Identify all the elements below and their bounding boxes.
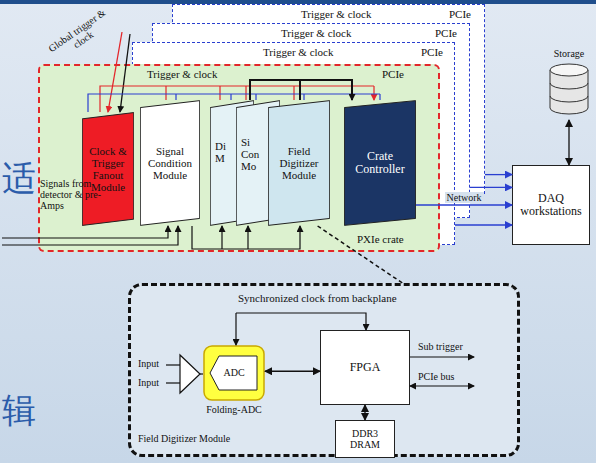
edge-label: Network (445, 192, 484, 203)
node-label: Folding-ADC (199, 404, 269, 415)
dram-box: DDR3 DRAM (335, 420, 395, 458)
cylinder-body (550, 70, 588, 114)
annotation: Input (138, 377, 159, 388)
node-label: Si Con Mo (241, 136, 259, 172)
connector (485, 174, 512, 175)
annotation: Synchronized clock from backplane (238, 292, 397, 304)
detail-box: Field Digitizer ModuleADCFolding-ADCFPGA… (128, 283, 520, 457)
node-label: Field Digitizer Module (138, 433, 230, 444)
node-label: FPGA (324, 361, 406, 374)
module-outline (268, 101, 329, 226)
node-label: PXIe crate (357, 233, 404, 245)
connector (568, 120, 569, 165)
wire (176, 94, 380, 100)
node-label: Trigger & clock (301, 8, 371, 20)
wire (2, 226, 168, 238)
wire (2, 226, 178, 245)
wire (236, 313, 366, 330)
connector (470, 187, 512, 188)
storage-cylinder (548, 62, 590, 118)
cylinder-ring (550, 83, 588, 102)
connector (265, 371, 320, 372)
digitizer-module: Field Digitizer Module (268, 100, 330, 226)
node-label: DAQ workstations (516, 192, 586, 218)
wire (410, 385, 474, 386)
wire (88, 94, 380, 112)
cylinder-top (550, 64, 588, 76)
node-label: Trigger & clock (147, 68, 217, 80)
wire (247, 226, 248, 249)
wire (200, 373, 203, 374)
wire (166, 86, 374, 100)
wire (192, 226, 300, 249)
node-label: Storage (542, 48, 596, 59)
wire (120, 34, 130, 112)
node-label: Trigger & clock (281, 27, 351, 39)
wire (235, 313, 236, 345)
annotation: Signals from detector & pre-Amps (40, 178, 116, 211)
connector (364, 405, 365, 420)
adc-block: ADCFolding-ADC (203, 345, 265, 423)
module-outline (82, 113, 133, 226)
node-label: Signal Condition Module (143, 145, 197, 181)
fpga-box: FPGA (320, 330, 410, 405)
digitizer-internal-wires (166, 313, 474, 393)
daq-box: DAQ workstations (512, 165, 590, 245)
signal-wires (2, 226, 300, 249)
node-label: ADC (203, 367, 265, 378)
storage-icon: Storage (548, 48, 590, 120)
wire (108, 32, 122, 112)
node-label: PCIe (382, 68, 404, 80)
connector (455, 224, 512, 225)
signal-module: Signal Condition Module (140, 100, 200, 226)
global-trigger-wires (108, 32, 130, 112)
trigger-clock-bus (88, 86, 380, 112)
node-label: PCIe (449, 8, 471, 20)
node-label: PCIe (435, 27, 457, 39)
node-label: Trigger & clock (263, 46, 333, 58)
annotation: PCIe bus (418, 371, 454, 382)
wire (166, 364, 180, 365)
node-label: DDR3 DRAM (339, 428, 391, 450)
wire (100, 86, 374, 112)
slide-text: 适 (2, 160, 36, 197)
wire (410, 356, 474, 357)
adc-highlight (204, 346, 264, 400)
wire (221, 226, 222, 249)
connector (416, 204, 512, 205)
crate-controller: Crate Controller (344, 100, 416, 226)
leader-line (318, 226, 403, 283)
annotation: Sub trigger (418, 341, 463, 352)
wire (250, 80, 352, 100)
fanout-module: Clock & Trigger Fanout Module (82, 112, 134, 226)
annotation: Input (138, 358, 159, 369)
node-label: PCIe (421, 46, 443, 58)
node-label: Di M (215, 140, 226, 164)
wire (180, 355, 200, 393)
wire (166, 382, 180, 383)
annotation: Global trigger & clock (41, 3, 119, 67)
node-label: Clock & Trigger Fanout Module (85, 145, 131, 193)
wire (299, 80, 301, 100)
module-outline (140, 101, 199, 226)
node-label: Crate Controller (347, 150, 413, 176)
pcie-bus (250, 80, 352, 100)
node-label: Field Digitizer Module (271, 145, 327, 181)
pxie-crate: Trigger & clock PCIePXIe crate Clock & Tri… (38, 64, 440, 252)
module-outline (344, 101, 415, 226)
slide-text: 辑 (2, 392, 36, 429)
